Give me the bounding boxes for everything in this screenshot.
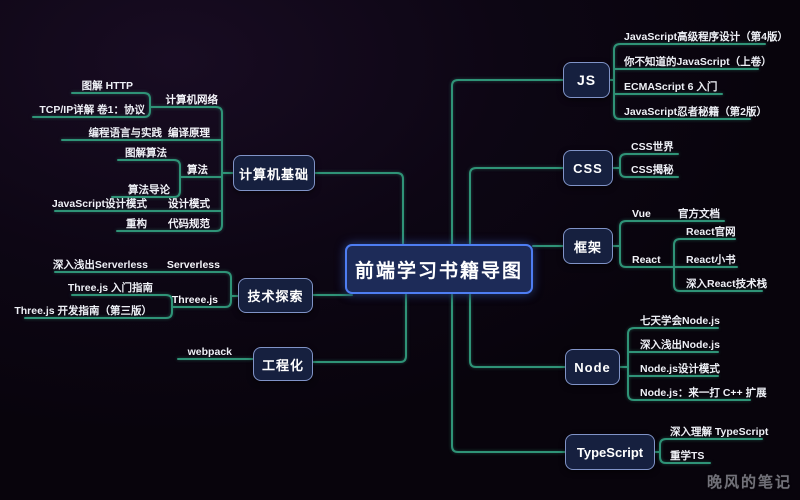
subtopic-compiler[interactable]: 编译原理 xyxy=(168,127,210,139)
branch-tech-explore-label: 技术探索 xyxy=(247,289,304,304)
book-js-2[interactable]: 你不知道的JavaScript（上卷） xyxy=(624,56,772,68)
central-topic[interactable]: 前端学习书籍导图 xyxy=(345,244,533,294)
book-react-2[interactable]: React小书 xyxy=(686,254,736,266)
book-webpack[interactable]: webpack xyxy=(187,346,232,358)
book-vue-1[interactable]: 官方文档 xyxy=(678,208,720,220)
branch-css-label: CSS xyxy=(573,160,603,176)
branch-cs-basics-label: 计算机基础 xyxy=(238,166,309,182)
book-js-3[interactable]: ECMAScript 6 入门 xyxy=(624,81,718,93)
wire-node-bracket xyxy=(627,327,751,401)
wire-algo-bracket xyxy=(111,159,181,198)
subtopic-vue[interactable]: Vue xyxy=(632,208,651,220)
branch-node[interactable]: Node xyxy=(565,349,620,385)
wire-engineering xyxy=(312,293,407,363)
branch-engineering-label: 工程化 xyxy=(261,357,304,373)
book-code-standard-1[interactable]: 重构 xyxy=(126,218,147,230)
wire-js-bracket xyxy=(613,43,766,120)
book-react-3[interactable]: 深入React技术栈 xyxy=(686,278,768,290)
branch-engineering[interactable]: 工程化 xyxy=(253,347,313,381)
central-topic-label: 前端学习书籍导图 xyxy=(354,260,523,282)
book-network-1[interactable]: 图解 HTTP xyxy=(81,80,133,92)
book-node-2[interactable]: 深入浅出Node.js xyxy=(640,339,720,351)
wire-js xyxy=(451,79,564,245)
wire-css-bracket xyxy=(619,153,679,178)
subtopic-serverless[interactable]: Serverless xyxy=(166,259,220,271)
book-react-1[interactable]: React官网 xyxy=(686,226,736,238)
book-network-2[interactable]: TCP/IP详解 卷1：协议 xyxy=(39,104,145,116)
wire-react-bracket xyxy=(673,238,763,292)
subtopic-threejs[interactable]: Threee.js xyxy=(171,294,218,306)
branch-framework[interactable]: 框架 xyxy=(563,228,613,264)
wire-css xyxy=(469,167,564,245)
book-ts-2[interactable]: 重学TS xyxy=(670,450,705,462)
wire-typescript xyxy=(451,293,566,453)
branch-typescript-label: TypeScript xyxy=(576,444,644,460)
branch-js[interactable]: JS xyxy=(563,62,610,98)
book-compiler-1[interactable]: 编程语言与实践 xyxy=(88,127,163,139)
branch-tech-explore[interactable]: 技术探索 xyxy=(238,278,313,313)
book-serverless-1[interactable]: 深入浅出Serverless xyxy=(52,259,148,271)
book-node-1[interactable]: 七天学会Node.js xyxy=(640,315,720,327)
wire-cs-basics xyxy=(314,172,404,245)
subtopic-design-pattern[interactable]: 设计模式 xyxy=(168,198,210,210)
subtopic-algorithm[interactable]: 算法 xyxy=(187,164,208,176)
wire-ts-bracket xyxy=(659,438,763,464)
wire-explore-bracket xyxy=(54,271,232,308)
wire-cs-bracket xyxy=(116,106,223,232)
book-js-4[interactable]: JavaScript忍者秘籍（第2版） xyxy=(624,106,767,118)
branch-js-label: JS xyxy=(576,72,597,88)
branch-typescript[interactable]: TypeScript xyxy=(565,434,655,470)
book-algorithm-2[interactable]: 算法导论 xyxy=(128,184,170,196)
branch-css[interactable]: CSS xyxy=(563,150,613,186)
book-css-1[interactable]: CSS世界 xyxy=(631,141,674,153)
wire-node xyxy=(469,293,566,368)
wire-network-bracket xyxy=(32,92,151,118)
subtopic-network[interactable]: 计算机网络 xyxy=(165,94,219,106)
book-css-2[interactable]: CSS揭秘 xyxy=(631,164,674,176)
wire-three-bracket xyxy=(24,294,173,319)
wire-framework-bracket xyxy=(619,220,738,268)
book-node-4[interactable]: Node.js：来一打 C++ 扩展 xyxy=(640,387,767,399)
branch-node-label: Node xyxy=(574,359,611,375)
book-ts-1[interactable]: 深入理解 TypeScript xyxy=(670,426,769,438)
subtopic-code-standard[interactable]: 代码规范 xyxy=(168,218,210,230)
book-threejs-2[interactable]: Three.js 开发指南（第三版） xyxy=(14,305,152,317)
book-design-pattern-1[interactable]: JavaScript设计模式 xyxy=(51,198,147,210)
subtopic-react[interactable]: React xyxy=(632,254,661,266)
book-algorithm-1[interactable]: 图解算法 xyxy=(125,147,167,159)
branch-framework-label: 框架 xyxy=(573,239,602,255)
book-threejs-1[interactable]: Three.js 入门指南 xyxy=(67,282,153,294)
book-js-1[interactable]: JavaScript高级程序设计（第4版） xyxy=(624,31,788,43)
branch-cs-basics[interactable]: 计算机基础 xyxy=(233,155,315,191)
book-node-3[interactable]: Node.js设计模式 xyxy=(640,363,720,375)
